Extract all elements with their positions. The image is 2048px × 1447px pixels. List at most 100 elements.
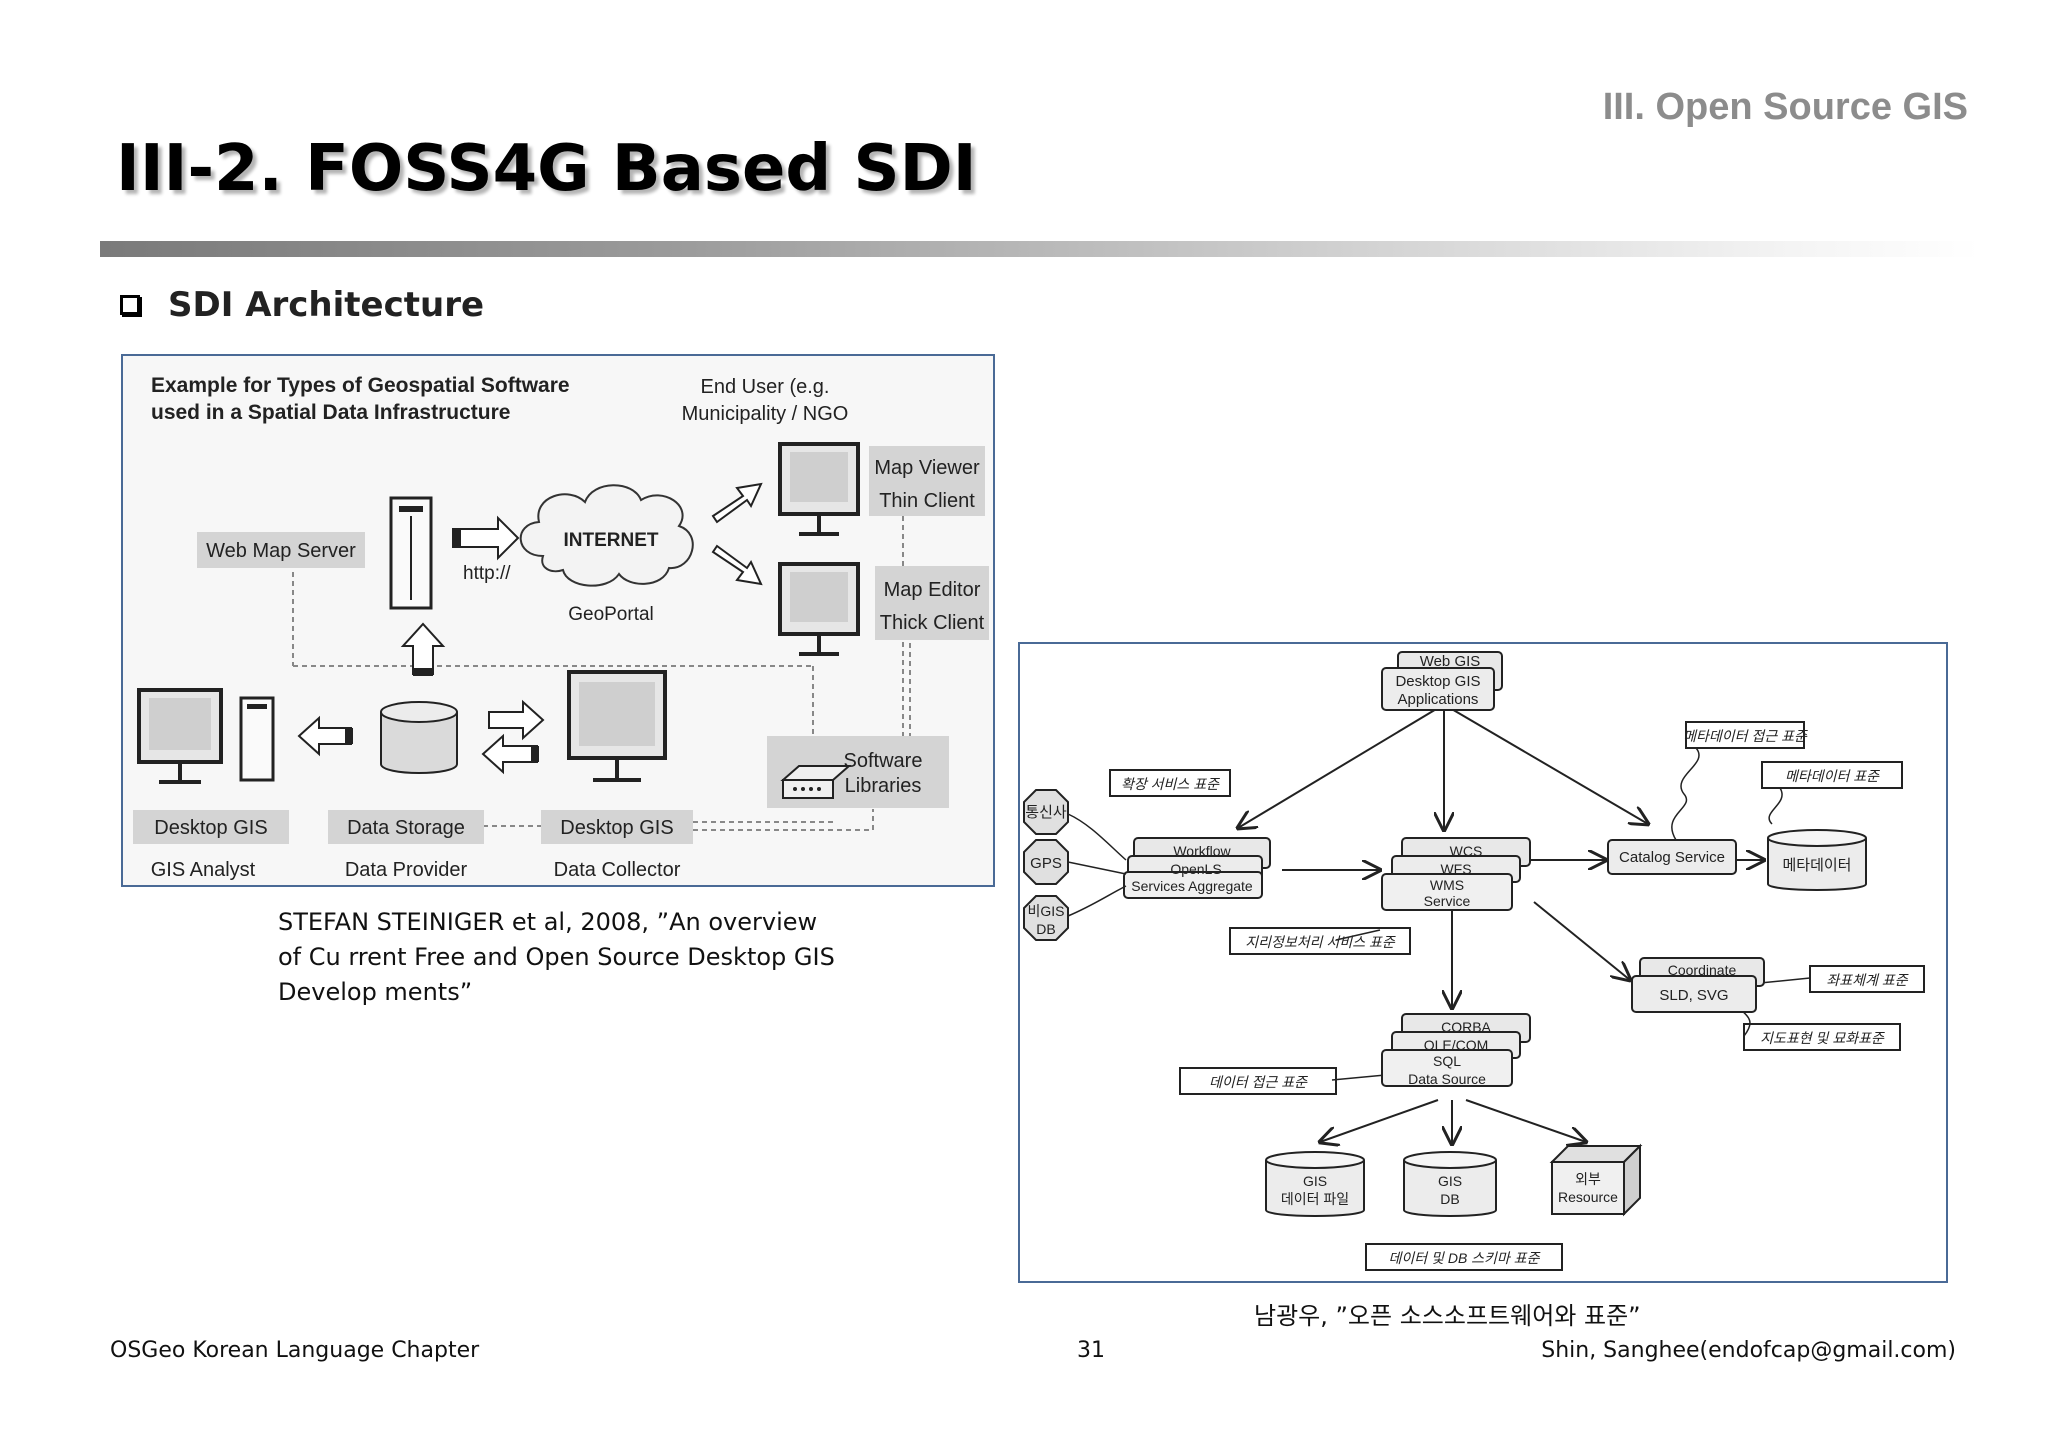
sql-data-source-box (1381, 1049, 1513, 1087)
caption-left: STEFAN STEINIGER et al, 2008, ”An overvi… (278, 908, 835, 1006)
services-aggregate-label: Services Aggregate (1131, 878, 1253, 894)
data-db-schema-std-tag: 데이터 및 DB 스키마 표준 (1389, 1250, 1541, 1266)
data-collector-monitor-icon (567, 670, 667, 782)
title-rule (100, 241, 1980, 257)
arrow-to-thick-client-icon (711, 544, 763, 586)
figure-heading-line1: Example for Types of Geospatial Software (151, 374, 570, 397)
gis-db-label-line1: GIS (1438, 1173, 1462, 1189)
arrow-to-thin-client-icon (711, 482, 763, 524)
std-tags (1109, 721, 1925, 1271)
analyst-server-icon (239, 696, 275, 782)
standards-architecture-figure: Web GIS Desktop GIS Applications 메타데이터 접… (1018, 642, 1948, 1283)
figure-heading-line2: used in a Spatial Data Infrastructure (151, 401, 510, 424)
gps-label: GPS (1030, 855, 1062, 872)
corba-label: CORBA (1441, 1019, 1491, 1035)
catalog-service-box (1607, 839, 1737, 875)
gis-file-label-line1: GIS (1303, 1173, 1327, 1189)
external-resource-cube-icon (1549, 1143, 1643, 1217)
data-source-label: Data Source (1408, 1071, 1486, 1087)
footer-page-number: 31 (1077, 1338, 1105, 1363)
sld-svg-box (1631, 975, 1757, 1013)
bullet-text: SDI Architecture (168, 285, 485, 325)
telecom-label: 통신사 (1025, 804, 1067, 821)
data-access-std-tag: 데이터 접근 표준 (1209, 1074, 1308, 1090)
gis-db-cylinder-icon (1403, 1151, 1497, 1217)
catalog-service-label: Catalog Service (1619, 849, 1725, 866)
wfs-label: WFS (1440, 861, 1471, 877)
desktop-gis-analyst-monitor-icon (137, 688, 223, 784)
extension-service-std-tag: 확장 서비스 표준 (1121, 776, 1220, 792)
thin-client-monitor-icon (778, 442, 860, 536)
sld-svg-label: SLD, SVG (1659, 987, 1728, 1004)
data-storage-label-bg (328, 810, 484, 844)
map-representation-std-tag: 지도표현 및 묘화표준 (1760, 1030, 1885, 1046)
slide-title: III-2. FOSS4G Based SDI (116, 132, 977, 206)
gis-file-cylinder-icon (1265, 1151, 1365, 1217)
desktop-gis-1-label-bg (133, 810, 289, 844)
sdi-software-diagram: Example for Types of Geospatial Software… (133, 374, 989, 881)
coordinate-label: Coordinate (1668, 962, 1737, 978)
software-label: Software (844, 750, 923, 772)
web-map-server-label: Web Map Server (206, 540, 356, 562)
external-label-line2: Resource (1558, 1189, 1618, 1205)
map-editor-label: Map Editor (884, 579, 981, 601)
desktop-gis-1-label: Desktop GIS (154, 817, 267, 839)
thick-client-monitor-icon (778, 562, 860, 656)
coord-system-std-tag: 좌표체계 표준 (1826, 972, 1908, 988)
internet-cloud-icon (519, 484, 694, 587)
standards-architecture-diagram: Web GIS Desktop GIS Applications 메타데이터 접… (1023, 651, 1925, 1271)
data-provider-label: Data Provider (345, 859, 468, 881)
checkbox-bullet-icon (120, 295, 140, 315)
sdi-software-figure: Example for Types of Geospatial Software… (121, 354, 995, 887)
end-user-line1: End User (e.g. (701, 376, 830, 398)
caption-right: 남광우, ”오픈 소스소프트웨어와 표준” (1254, 1302, 1641, 1330)
geo-processing-std-tag: 지리정보처리 서비스 표준 (1245, 934, 1396, 950)
metadata-db-cylinder-icon (1767, 829, 1867, 891)
external-label-line1: 외부 (1575, 1171, 1601, 1187)
nongis-label-line1: 비GIS (1028, 903, 1065, 919)
footer-organization: OSGeo Korean Language Chapter (110, 1338, 480, 1363)
libraries-label: Libraries (845, 775, 922, 797)
workflow-label: Workflow (1173, 843, 1231, 859)
flow-arrows (1238, 707, 1764, 1144)
service-label: Service (1424, 893, 1471, 909)
geoportal-label: GeoPortal (568, 604, 654, 625)
section-label: III. Open Source GIS (1602, 86, 1968, 128)
wcs-label: WCS (1450, 843, 1483, 859)
octagon-connectors (1067, 813, 1127, 917)
metadata-std-tag: 메타데이터 표준 (1785, 768, 1880, 784)
ole-com-label: OLE/COM (1424, 1037, 1489, 1053)
wms-label: WMS (1430, 877, 1464, 893)
gis-db-label-line2: DB (1440, 1191, 1459, 1207)
openls-label: OpenLS (1170, 861, 1221, 877)
data-storage-label: Data Storage (347, 817, 465, 839)
footer-author: Shin, Sanghee(endofcap@gmail.com) (1541, 1338, 1956, 1363)
map-viewer-label-bg (869, 446, 985, 516)
wms-service-box (1381, 873, 1513, 911)
left-arrow-icon (297, 715, 353, 757)
internet-label: INTERNET (564, 530, 659, 551)
services-aggregate-box (1123, 871, 1263, 899)
web-gis-label: Web GIS (1420, 653, 1481, 670)
gis-analyst-label: GIS Analyst (151, 859, 256, 881)
exchange-arrows-icon (481, 699, 545, 775)
map-editor-label-bg (875, 566, 989, 640)
web-map-server-label-bg (197, 532, 365, 568)
desktop-gis-label: Desktop GIS (1395, 673, 1480, 690)
desktop-gis-2-label: Desktop GIS (560, 817, 673, 839)
octagon-sources (1023, 789, 1069, 941)
software-libraries-device-icon (780, 765, 852, 799)
metadata-access-std-tag: 메타데이터 접근 표준 (1683, 728, 1808, 744)
applications-label: Applications (1398, 691, 1479, 708)
up-arrow-icon (400, 622, 446, 676)
desktop-gis-2-label-bg (541, 810, 693, 844)
metadata-db-label: 메타데이터 (1782, 857, 1851, 874)
map-viewer-label: Map Viewer (874, 457, 980, 479)
nongis-label-line2: DB (1036, 921, 1055, 937)
sql-label: SQL (1433, 1053, 1461, 1069)
desktop-gis-box (1381, 667, 1495, 711)
data-storage-cylinder-icon (380, 701, 458, 774)
gis-file-label-line2: 데이터 파일 (1281, 1191, 1349, 1207)
http-arrow-icon (452, 515, 520, 561)
server-icon (389, 496, 433, 610)
